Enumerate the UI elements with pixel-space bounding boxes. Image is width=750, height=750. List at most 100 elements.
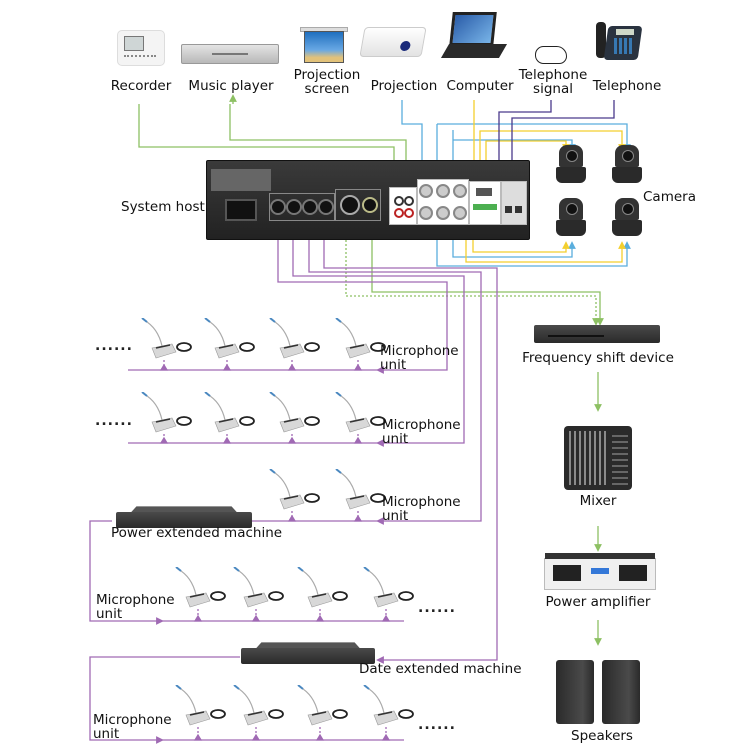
microphone-icon: [141, 317, 192, 359]
projection-label: Projection: [370, 78, 438, 94]
microphone-unit: [140, 391, 196, 436]
microphone-unit: [203, 317, 259, 362]
telephone-label: Telephone: [592, 78, 662, 94]
music-player-device: [181, 44, 279, 64]
host-to-frequency-shift-wire: [371, 240, 604, 326]
bus-junction: [287, 363, 297, 371]
microphone-unit: [362, 566, 418, 611]
date-extended-machine-label: Date extended machine: [359, 661, 522, 677]
microphone-icon: [297, 684, 348, 726]
caution-label: [211, 169, 271, 191]
microphone-unit: [174, 566, 230, 611]
microphone-icon: [175, 566, 226, 608]
bus-junction: [159, 363, 169, 371]
power-amplifier-device: [544, 553, 656, 590]
camera-device: [556, 198, 586, 238]
microphone-icon: [233, 566, 284, 608]
recorder-buttons: [124, 55, 156, 60]
microphone-unit: [334, 317, 390, 362]
bus-junction: [222, 436, 232, 444]
microphone-icon: [141, 391, 192, 433]
rj11-panel: [501, 181, 527, 225]
projection-screen-label: Projection screen: [293, 67, 361, 97]
microphone-unit: [232, 566, 288, 611]
microphone-unit: [268, 391, 324, 436]
microphone-icon: [335, 468, 386, 510]
microphone-icon: [204, 391, 255, 433]
system-host-label: System host: [121, 199, 205, 215]
microphone-bus-lines: [128, 360, 404, 741]
microphone-unit: [362, 684, 418, 729]
more-units-ellipsis: ......: [95, 338, 133, 354]
music-player-label: Music player: [188, 78, 274, 94]
more-units-ellipsis: ......: [95, 413, 133, 429]
microphone-unit: [140, 317, 196, 362]
bus-junction: [251, 733, 261, 741]
microphone-icon: [363, 684, 414, 726]
mixer-device: [564, 426, 632, 490]
projection-screen-device: [300, 27, 348, 63]
rca-panel: [389, 187, 417, 225]
camera-device: [612, 198, 642, 238]
more-units-ellipsis: ......: [418, 717, 456, 733]
bus-junction: [381, 733, 391, 741]
microphone-icon: [269, 391, 320, 433]
bus-junction: [353, 363, 363, 371]
bus-junction: [315, 733, 325, 741]
more-units-ellipsis: ......: [418, 600, 456, 616]
laptop-device: [440, 12, 508, 64]
bus-junction: [381, 614, 391, 622]
bus-junction: [251, 614, 261, 622]
frequency-shift-device: [534, 325, 660, 343]
microphone-unit: [334, 391, 390, 436]
computer-label: Computer: [446, 78, 514, 94]
frequency-shift-label: Frequency shift device: [522, 350, 674, 366]
speakers-label: Speakers: [571, 728, 633, 744]
xlr-panel: [335, 189, 381, 221]
bus-junction: [193, 733, 203, 741]
date-extended-machine-device: [241, 642, 375, 664]
power-extended-machine-device: [116, 506, 252, 528]
microphone-icon: [204, 317, 255, 359]
microphone-unit: [268, 317, 324, 362]
camera-device: [612, 145, 642, 185]
microphone-icon: [363, 566, 414, 608]
telephone-signal-label: Telephone signal: [518, 67, 588, 97]
mic-port-panel: [269, 193, 335, 221]
system-host-device: [206, 160, 530, 240]
telephone-device: [596, 20, 643, 64]
serial-panel: [469, 181, 501, 225]
microphone-unit: [203, 391, 259, 436]
microphone-unit: [232, 684, 288, 729]
camera-label: Camera: [643, 189, 696, 205]
microphone-unit: [334, 468, 390, 513]
recorder-screen: [124, 36, 144, 51]
power-amplifier-label: Power amplifier: [545, 594, 651, 610]
bus-junction: [353, 514, 363, 522]
power-inlet: [225, 199, 257, 221]
bus-junction: [193, 614, 203, 622]
camera-device: [556, 145, 586, 185]
microphone-icon: [269, 468, 320, 510]
speakers-device: [556, 660, 642, 726]
microphone-unit: [268, 468, 324, 513]
projector-device: [359, 27, 427, 57]
bus-junction: [222, 363, 232, 371]
recorder-device: [117, 30, 165, 66]
cloud-icon: [535, 46, 567, 64]
bus-junction: [287, 514, 297, 522]
recorder-label: Recorder: [110, 78, 172, 94]
mixer-label: Mixer: [579, 493, 617, 509]
microphone-unit: [296, 684, 352, 729]
microphone-icon: [233, 684, 284, 726]
microphone-icon: [297, 566, 348, 608]
microphone-unit: [174, 684, 230, 729]
bnc-panel: [417, 179, 469, 225]
microphone-bus-wires: [89, 240, 498, 744]
